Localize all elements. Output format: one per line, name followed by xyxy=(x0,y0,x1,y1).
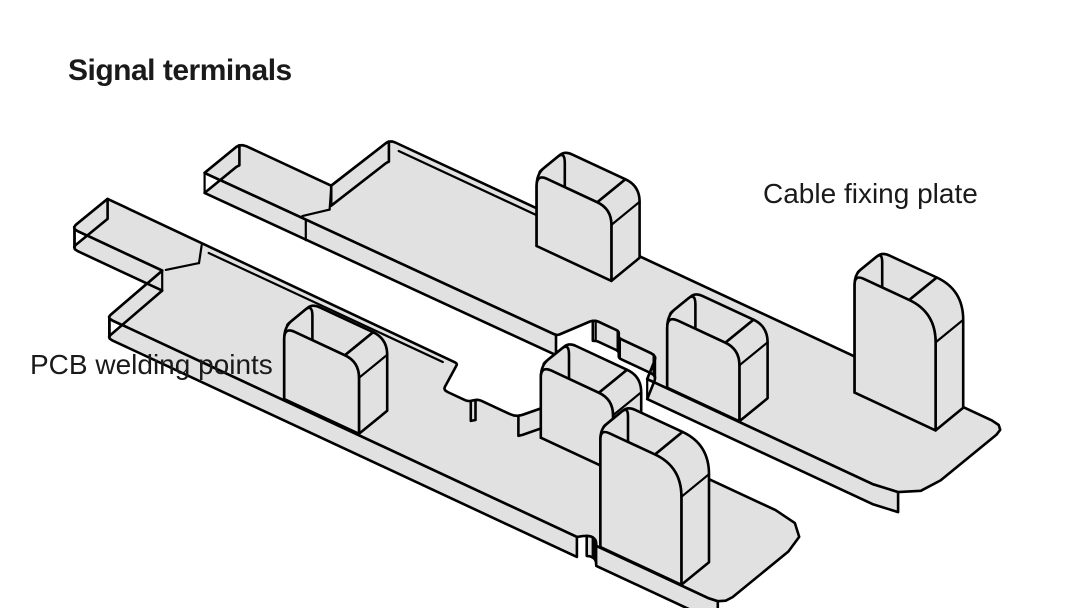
signal-terminal-rear xyxy=(203,140,1002,514)
label-pcb-welding-points: PCB welding points xyxy=(30,349,273,380)
signal-terminal-front xyxy=(72,197,801,608)
page-title: Signal terminals xyxy=(68,54,292,87)
label-cable-fixing-plate: Cable fixing plate xyxy=(763,178,978,209)
